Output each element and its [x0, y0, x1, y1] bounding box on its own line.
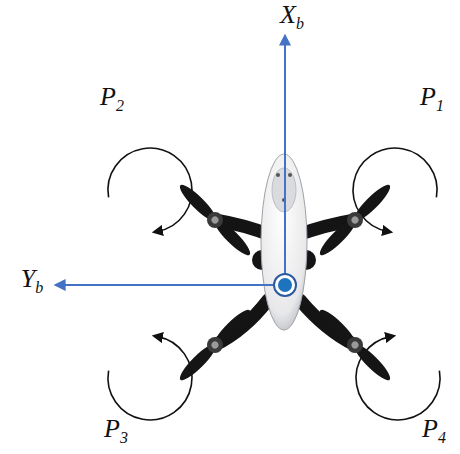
rotor-label: P2	[100, 84, 124, 114]
rotor-label: P1	[420, 84, 444, 114]
origin-dot	[278, 278, 292, 292]
origin-ring	[274, 274, 296, 296]
rotor-label: P3	[104, 416, 128, 446]
axis-label: Yb	[21, 266, 43, 296]
rotor-label: P4	[422, 416, 446, 446]
axis-label: Xb	[280, 2, 304, 32]
body-axes	[56, 36, 285, 285]
